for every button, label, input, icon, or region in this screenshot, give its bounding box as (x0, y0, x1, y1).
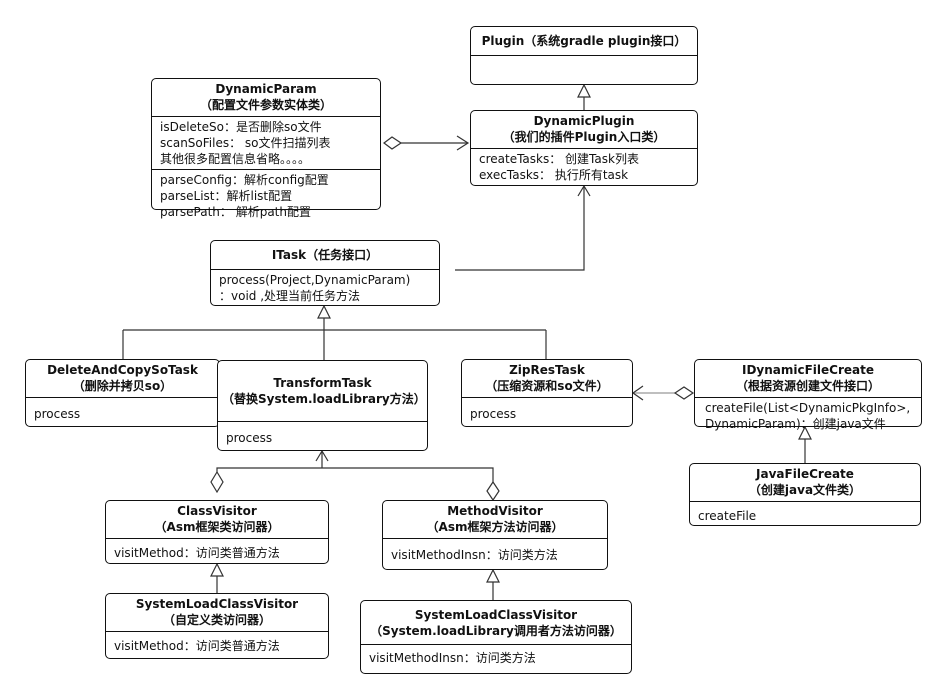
diamond-classvisitor (210, 470, 224, 494)
idynamic-methods: createFile(List<DynamicPkgInfo>, Dynamic… (695, 398, 921, 434)
edge-visitors-transform (216, 467, 494, 482)
dynamicparam-attributes: isDeleteSo：是否删除so文件 scanSoFiles： so文件扫描列… (152, 117, 380, 169)
sysclassvisitor-name: SystemLoadClassVisitor (135, 597, 299, 611)
dynamicparam-method: parseList：解析list配置 (160, 189, 293, 203)
dynamicparam-subtitle: （配置文件参数实体类） (199, 98, 332, 112)
itask-interface-box: ITask（任务接口） process(Project,DynamicParam… (210, 240, 440, 306)
ziprestask-class-box: ZipResTask （压缩资源和so文件） process (461, 359, 633, 427)
idynamic-method: createFile(List<DynamicPkgInfo>, (705, 401, 911, 415)
dynamicparam-method: parseConfig：解析config配置 (160, 173, 329, 187)
classvisitor-method: visitMethod：访问类普通方法 (114, 546, 280, 560)
sysclassvisitor-subtitle: （自定义类访问器） (162, 613, 271, 627)
javafilecreate-class-box: JavaFileCreate （创建java文件类） createFile (689, 463, 921, 526)
deletetask-class-box: DeleteAndCopySoTask （删除并拷贝so） process (25, 359, 220, 427)
methodvisitor-name: MethodVisitor (447, 504, 543, 518)
idynamic-subtitle: （根据资源创建文件接口） (735, 379, 880, 393)
dynamicplugin-name: DynamicPlugin (533, 114, 635, 128)
itask-methods: process(Project,DynamicParam) ：void ,处理当… (211, 270, 439, 306)
systemloadclassvisitor-class-box: SystemLoadClassVisitor （自定义类访问器） visitMe… (105, 593, 329, 659)
ziprestask-subtitle: （压缩资源和so文件） (485, 379, 609, 393)
classvisitor-title: ClassVisitor （Asm框架类访问器） (106, 501, 328, 539)
javafile-method: createFile (698, 509, 757, 523)
ziprestask-title: ZipResTask （压缩资源和so文件） (462, 360, 632, 398)
methodvisitor-class-box: MethodVisitor （Asm框架方法访问器） visitMethodIn… (382, 500, 608, 570)
dynamicplugin-method: createTasks： 创建Task列表 (479, 152, 639, 166)
triangle-classvisitor (210, 562, 224, 577)
dynamicparam-attr: scanSoFiles： so文件扫描列表 (160, 136, 331, 150)
itask-title: ITask（任务接口） (211, 241, 439, 270)
dynamicplugin-methods: createTasks： 创建Task列表 execTasks： 执行所有tas… (471, 149, 697, 185)
ziprestask-name: ZipResTask (509, 363, 585, 377)
dynamicparam-method: parsePath： 解析path配置 (160, 205, 311, 219)
dynamicplugin-method: execTasks： 执行所有task (479, 168, 629, 182)
classvisitor-class-box: ClassVisitor （Asm框架类访问器） visitMethod：访问类… (105, 500, 329, 564)
ziprestask-method: process (470, 407, 517, 421)
methodvisitor-method: visitMethodInsn：访问类方法 (391, 548, 558, 562)
deletetask-method: process (34, 407, 81, 421)
dynamicparam-attr: isDeleteSo：是否删除so文件 (160, 120, 322, 134)
diamond-methodvisitor (486, 480, 500, 502)
idynamic-name: IDynamicFileCreate (741, 363, 875, 377)
classvisitor-name: ClassVisitor (177, 504, 257, 518)
javafile-name: JavaFileCreate (756, 467, 854, 481)
transformtask-subtitle: （替换System.loadLibrary方法） (222, 392, 426, 406)
edge-itask-plugin (455, 186, 585, 271)
sysclassvisitor-method: visitMethod：访问类普通方法 (114, 639, 280, 653)
idynamic-title: IDynamicFileCreate （根据资源创建文件接口） (695, 360, 921, 398)
systemloadmethodvisitor-class-box: SystemLoadClassVisitor （System.loadLibra… (360, 600, 632, 674)
transformtask-title: TransformTask （替换System.loadLibrary方法） (218, 361, 427, 422)
diamond-idynamic (673, 386, 695, 400)
triangle-plugin (577, 83, 591, 98)
dynamicparam-methods: parseConfig：解析config配置 parseList：解析list配… (152, 169, 380, 222)
sysmethodvisitor-name: SystemLoadClassVisitor (414, 608, 578, 622)
arrow-head-transform (315, 449, 329, 462)
idynamic-method: DynamicParam)：创建java文件 (705, 417, 886, 431)
arrow-head-zip (631, 385, 644, 401)
dynamicparam-title: DynamicParam （配置文件参数实体类） (152, 79, 380, 117)
sysclassvisitor-title: SystemLoadClassVisitor （自定义类访问器） (106, 594, 328, 632)
arrow-head-plugin-from-itask (577, 184, 591, 197)
triangle-idynamic (798, 425, 812, 440)
javafile-subtitle: （创建java文件类） (748, 483, 862, 497)
transformtask-method: process (226, 431, 273, 445)
diamond-param (383, 136, 403, 150)
javafile-title: JavaFileCreate （创建java文件类） (690, 464, 920, 502)
idynamicfilecreate-interface-box: IDynamicFileCreate （根据资源创建文件接口） createFi… (694, 359, 922, 431)
itask-method: ：void ,处理当前任务方法 (219, 289, 361, 303)
dynamicplugin-title: DynamicPlugin （我们的插件Plugin入口类） (471, 111, 697, 149)
itask-method: process(Project,DynamicParam) (219, 273, 411, 287)
methodvisitor-title: MethodVisitor （Asm框架方法访问器） (383, 501, 607, 539)
deletetask-title: DeleteAndCopySoTask （删除并拷贝so） (26, 360, 219, 398)
triangle-itask (317, 304, 331, 319)
deletetask-subtitle: （删除并拷贝so） (72, 379, 173, 393)
dynamicplugin-class-box: DynamicPlugin （我们的插件Plugin入口类） createTas… (470, 110, 698, 186)
transformtask-name: TransformTask (273, 376, 372, 390)
deletetask-name: DeleteAndCopySoTask (47, 363, 198, 377)
plugin-title: Plugin（系统gradle plugin接口） (471, 27, 697, 56)
dynamicparam-attr: 其他很多配置信息省略。。。。 (160, 152, 311, 166)
dynamicparam-name: DynamicParam (215, 82, 317, 96)
transformtask-class-box: TransformTask （替换System.loadLibrary方法） p… (217, 360, 428, 451)
dynamicplugin-subtitle: （我们的插件Plugin入口类） (502, 130, 666, 144)
sysmethodvisitor-method: visitMethodInsn：访问类方法 (369, 651, 536, 665)
dynamicparam-class-box: DynamicParam （配置文件参数实体类） isDeleteSo：是否删除… (151, 78, 381, 219)
sysmethodvisitor-title: SystemLoadClassVisitor （System.loadLibra… (361, 601, 631, 645)
methodvisitor-subtitle: （Asm框架方法访问器） (426, 520, 564, 534)
sysmethodvisitor-subtitle: （System.loadLibrary调用者方法访问器） (370, 624, 622, 638)
triangle-methodvisitor (486, 568, 500, 583)
arrow-head-plugin (456, 135, 470, 151)
classvisitor-subtitle: （Asm框架类访问器） (154, 520, 280, 534)
plugin-class-box: Plugin（系统gradle plugin接口） (470, 26, 698, 85)
